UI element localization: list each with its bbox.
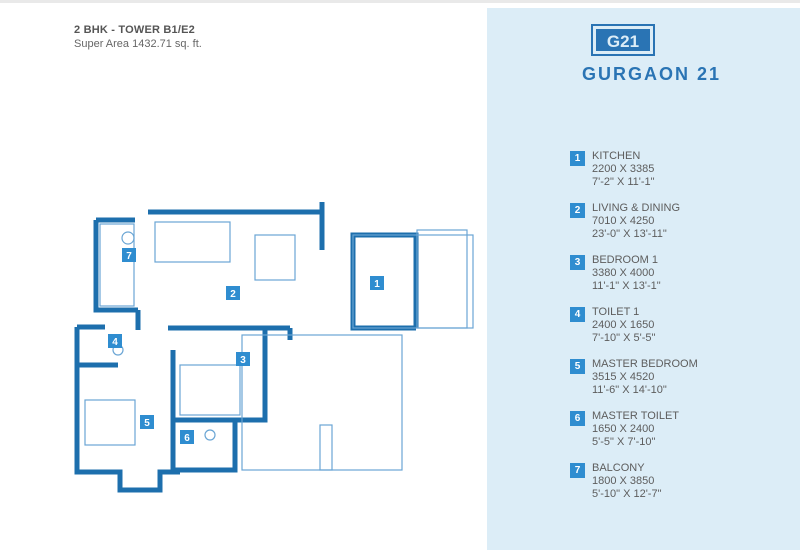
legend-room-mm: 1650 X 2400 xyxy=(592,423,655,435)
logo-text: G21 xyxy=(607,32,639,51)
super-area: Super Area 1432.71 sq. ft. xyxy=(74,38,202,50)
legend-room-ft: 11'-6" X 14'-10" xyxy=(592,384,667,396)
floor-plan: 1 2 3 4 5 6 7 xyxy=(74,202,474,493)
room-label-2: 2 xyxy=(230,289,236,300)
room-label-1: 1 xyxy=(374,279,380,290)
legend-room-ft: 5'-10" X 12'-7" xyxy=(592,488,662,500)
legend-number: 5 xyxy=(570,359,585,374)
legend-room-ft: 5'-5" X 7'-10" xyxy=(592,436,656,448)
legend-room-ft: 7'-10" X 5'-5" xyxy=(592,332,656,344)
master-toilet-wall xyxy=(170,420,238,473)
legend-room-name: BALCONY xyxy=(592,462,645,474)
unit-header: 2 BHK - TOWER B1/E2 Super Area 1432.71 s… xyxy=(74,24,202,50)
legend-room-name: MASTER BEDROOM xyxy=(592,358,698,370)
legend-number: 6 xyxy=(570,411,585,426)
room-badge-2 xyxy=(226,286,240,300)
legend-room-mm: 3515 X 4520 xyxy=(592,371,655,383)
legend-number: 7 xyxy=(570,463,585,478)
legend-room-ft: 7'-2" X 11'-1" xyxy=(592,176,655,188)
room-label-7: 7 xyxy=(126,251,132,262)
balcony-wall xyxy=(93,220,138,313)
legend-number: 3 xyxy=(570,255,585,270)
top-divider xyxy=(0,0,800,3)
room-badge-4 xyxy=(108,334,122,348)
legend-room-ft: 23'-0" X 13'-11" xyxy=(592,228,667,240)
legend-number: 1 xyxy=(570,151,585,166)
room-badge-7 xyxy=(122,248,136,262)
legend-room-ft: 11'-1" X 13'-1" xyxy=(592,280,661,292)
legend-number: 4 xyxy=(570,307,585,322)
legend-number: 2 xyxy=(570,203,585,218)
room-badge-5 xyxy=(140,415,154,429)
room-label-5: 5 xyxy=(144,418,150,429)
legend-room-name: LIVING & DINING xyxy=(592,202,681,214)
legend-room-mm: 2200 X 3385 xyxy=(592,163,655,175)
room-label-3: 3 xyxy=(240,355,246,366)
room-badge-3 xyxy=(236,352,250,366)
bedroom1-wall xyxy=(170,330,268,423)
room-label-6: 6 xyxy=(184,433,190,444)
legend-room-mm: 3380 X 4000 xyxy=(592,267,655,279)
kitchen-wall xyxy=(350,232,419,328)
legend-room-mm: 2400 X 1650 xyxy=(592,319,655,331)
legend-room-mm: 7010 X 4250 xyxy=(592,215,655,227)
legend-room-name: TOILET 1 xyxy=(592,306,640,318)
room-badge-6 xyxy=(180,430,194,444)
legend-room-name: MASTER TOILET xyxy=(592,410,680,422)
brand-name: GURGAON 21 xyxy=(582,64,722,84)
living-wall xyxy=(148,202,325,215)
legend-room-name: KITCHEN xyxy=(592,150,641,162)
unit-title: 2 BHK - TOWER B1/E2 xyxy=(74,24,195,36)
room-label-4: 4 xyxy=(112,337,118,348)
room-badge-1 xyxy=(370,276,384,290)
legend-room-mm: 1800 X 3850 xyxy=(592,475,655,487)
g21-logo: G21 xyxy=(591,24,655,56)
master-bedroom-wall xyxy=(74,365,180,493)
legend-room-name: BEDROOM 1 xyxy=(592,254,659,266)
